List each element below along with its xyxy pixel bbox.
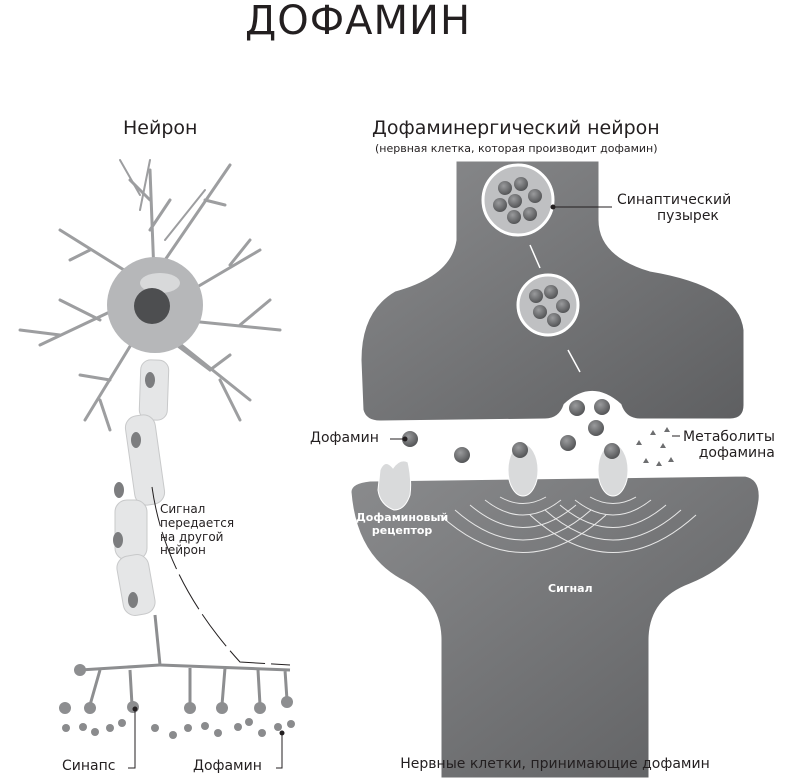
receptor-label-line: рецептор <box>371 523 433 537</box>
vesicle-label-line: Синаптический <box>617 192 732 208</box>
signal-note-line: передается <box>160 515 235 530</box>
dopamine-label-left: Дофамин <box>193 758 262 774</box>
postsynaptic-neuron <box>348 427 762 779</box>
metabolites-label-line: Метаболиты <box>683 429 775 445</box>
left-heading: Нейрон <box>123 117 198 139</box>
neuron-illustration <box>18 159 282 432</box>
presynaptic-terminal <box>358 158 747 463</box>
vesicle-label-line: пузырек <box>657 208 719 225</box>
page-title: ДОФАМИН <box>245 0 472 44</box>
signal-note-line: на другой <box>160 529 224 544</box>
receptor-label-line: Дофаминовый <box>356 511 449 524</box>
footer-caption: Нервные клетки, принимающие дофамин <box>400 756 710 772</box>
synapse-label: Синапс <box>62 758 116 774</box>
axon <box>113 359 170 616</box>
axon-terminals <box>79 614 291 706</box>
dopamine-label-right: Дофамин <box>310 430 379 446</box>
signal-note-line: нейрон <box>160 543 206 558</box>
signal-label: Сигнал <box>548 582 593 595</box>
signal-note-line: Сигнал <box>160 502 206 516</box>
right-heading: Дофаминергический нейрон <box>372 117 660 139</box>
metabolites-label-line: дофамина <box>698 445 775 462</box>
right-subheading: (нервная клетка, которая производит дофа… <box>375 142 658 155</box>
